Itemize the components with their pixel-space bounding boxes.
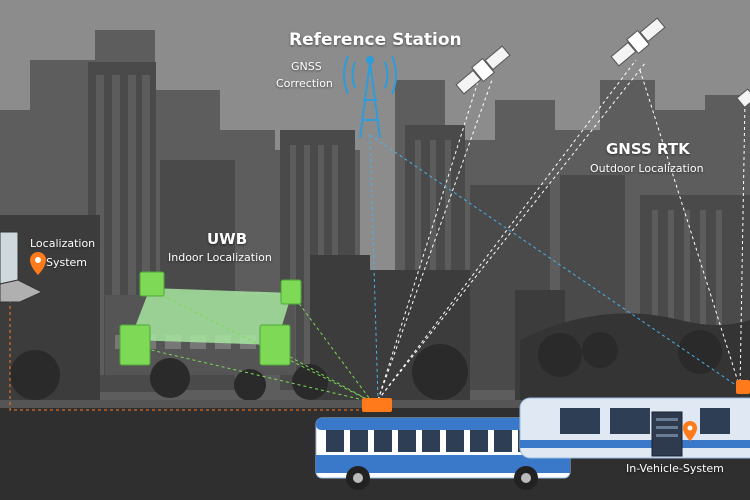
data-link-line [9, 270, 372, 411]
radio-tower-icon [343, 55, 397, 139]
location-pin-icon [30, 252, 46, 275]
gnss-correction-lines [369, 134, 741, 401]
outdoor-localization-label: Outdoor Localization [590, 162, 704, 175]
indoor-localization-label: Indoor Localization [168, 251, 272, 264]
uwb-anchor-icon [139, 271, 165, 297]
uwb-anchor-icon [119, 324, 151, 366]
reference-station-label: Reference Station [289, 30, 462, 50]
laptop-icon [0, 231, 44, 303]
localization-system-label-line2: System [46, 256, 88, 269]
uwb-anchor-icon [259, 324, 291, 366]
gnss-receiver-icon [362, 398, 392, 412]
trees [10, 330, 722, 401]
gnss-correction-label-line2: Correction [276, 77, 333, 90]
uwb-label: UWB [207, 230, 248, 248]
uwb-coverage-zone [130, 288, 292, 345]
gnss-correction-label-line1: GNSS [291, 60, 322, 73]
location-pin-icon [683, 421, 697, 441]
gnss-receiver-icon [736, 380, 750, 394]
satellite-icon [736, 88, 750, 109]
satellite-icon [455, 45, 511, 95]
gnss-rtk-label: GNSS RTK [606, 140, 690, 158]
localization-system-label-line1: Localization [30, 237, 96, 250]
in-vehicle-system-label: In-Vehicle-System [626, 462, 724, 475]
tram [519, 397, 750, 459]
onboard-computer-icon [651, 411, 683, 457]
satellite-icon [610, 17, 666, 67]
uwb-anchor-icon [280, 279, 302, 305]
gnss-signal-lines [377, 59, 746, 401]
